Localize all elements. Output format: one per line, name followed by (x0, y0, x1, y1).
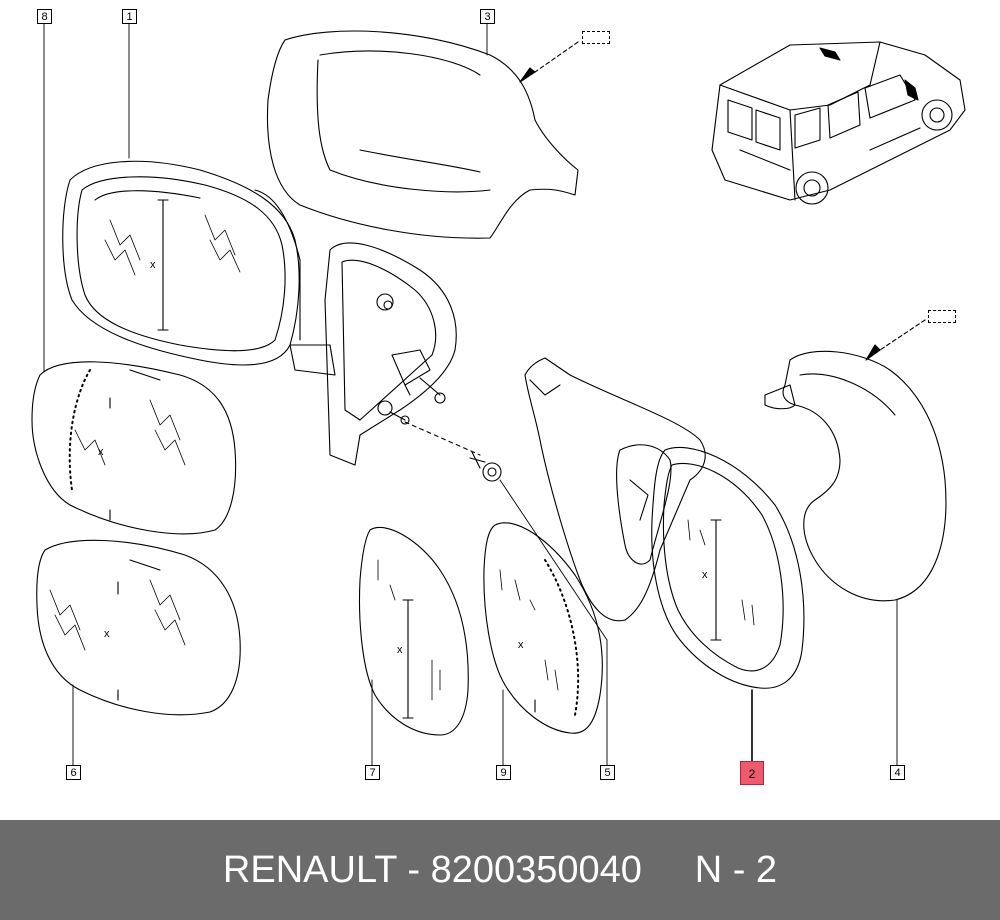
diagram-reference: N - 2 (694, 849, 778, 891)
callout-4[interactable]: 4 (890, 765, 905, 780)
dimension-mark: x (104, 628, 110, 640)
dimension-mark: x (702, 569, 708, 581)
screw-part (404, 421, 502, 482)
reference-box (582, 31, 610, 44)
mirror-housing-part (62, 160, 336, 376)
reference-arrows (519, 41, 926, 361)
dimension-mark: x (98, 446, 104, 458)
spacer (642, 849, 695, 891)
dimension-mark: x (518, 639, 524, 651)
callout-7[interactable]: 7 (365, 765, 380, 780)
dimension-mark: x (397, 644, 403, 656)
callout-8[interactable]: 8 (37, 9, 52, 24)
mirror-cover-part-4 (764, 350, 947, 602)
callout-1[interactable]: 1 (122, 9, 137, 24)
leader-lines (43, 23, 898, 766)
glass-part-8 (31, 361, 237, 535)
exploded-diagram: x x x x x x (31, 23, 966, 766)
footer-caption: RENAULT - 8200350040 N - 2 (0, 820, 1000, 920)
glass-part-2 (651, 446, 805, 689)
mirror-cover-part (266, 30, 579, 239)
separator: - (396, 849, 431, 891)
callout-2-highlighted[interactable]: 2 (740, 761, 764, 785)
mirror-base-part-5 (524, 357, 706, 622)
glass-part-9 (483, 522, 603, 734)
glass-part-6 (36, 539, 241, 716)
part-number: 8200350040 (430, 849, 642, 891)
brand-name: RENAULT (222, 849, 397, 891)
dimension-mark: x (150, 259, 156, 271)
mirror-base-bracket (324, 242, 457, 466)
callout-6[interactable]: 6 (66, 765, 81, 780)
callout-5[interactable]: 5 (600, 765, 615, 780)
vehicle-thumbnail (711, 41, 966, 205)
callout-3[interactable]: 3 (480, 9, 495, 24)
glass-part-7 (358, 526, 469, 736)
reference-box (928, 310, 956, 323)
callout-9[interactable]: 9 (496, 765, 511, 780)
